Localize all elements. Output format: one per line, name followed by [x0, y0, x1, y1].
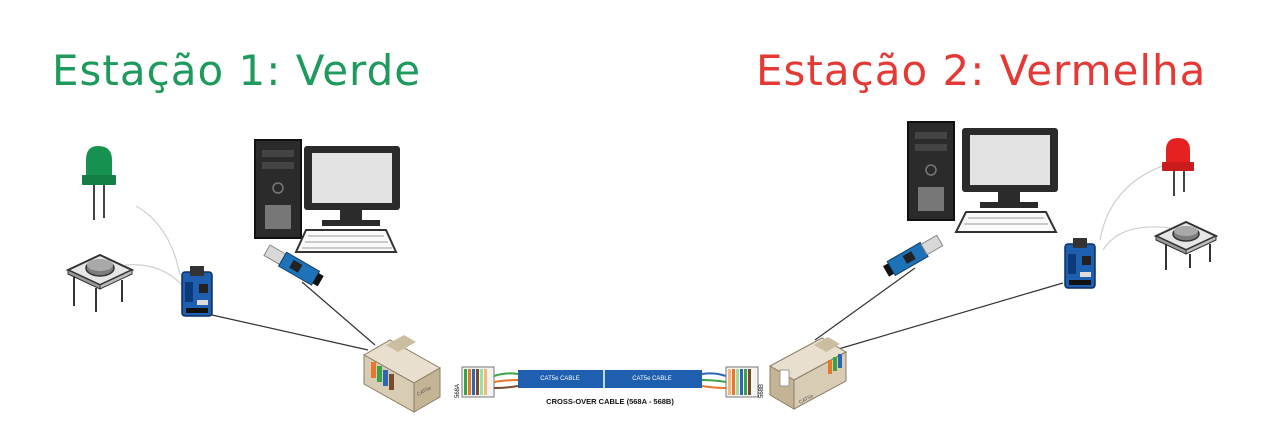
push-button-2-icon	[1153, 220, 1219, 270]
cable-caption: CROSS-OVER CABLE (568A - 568B)	[546, 397, 674, 406]
cable-left-label: CAT5e CABLE	[540, 376, 580, 382]
usb-serial-adapter-1-icon	[263, 244, 324, 287]
usb-serial-adapter-2-icon	[883, 234, 944, 277]
arduino-board-1-icon	[181, 266, 213, 317]
cable-right-label: CAT5e CABLE	[632, 376, 672, 382]
push-button-1-icon	[65, 253, 135, 312]
led-green-icon	[82, 146, 116, 220]
arduino-board-2-icon	[1064, 238, 1096, 289]
cable-end-left-label: 568A	[455, 384, 461, 398]
crossover-cable: 568A CAT5e CABLE CAT5e CABLE 5	[455, 366, 765, 406]
keystone-jack-left-icon: CAT5e	[362, 335, 442, 413]
station-2-title: Estação 2: Vermelha	[756, 46, 1207, 95]
station-1-title: Estação 1: Verde	[52, 46, 422, 95]
rj45-connector-left-icon	[461, 366, 495, 398]
keystone-jack-right-icon: CAT5e	[768, 337, 848, 410]
cable-end-right-label: 568B	[759, 384, 765, 398]
computer-2-icon	[907, 121, 1058, 233]
computer-1-icon	[254, 139, 400, 253]
station-2-wires	[814, 164, 1171, 351]
rj45-connector-right-icon	[725, 366, 759, 398]
led-red-icon	[1162, 138, 1194, 196]
station-1-wires	[124, 205, 376, 351]
